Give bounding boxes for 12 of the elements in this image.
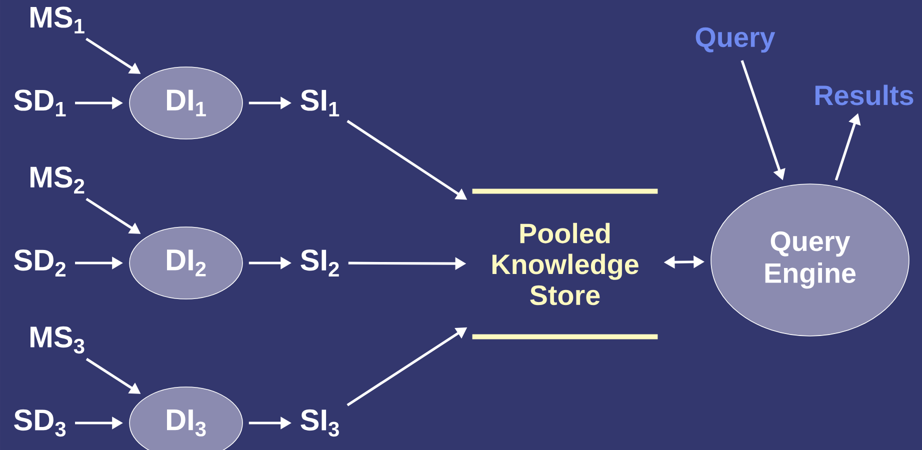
text-label: MS$_{1}$ <box>30 6 84 34</box>
text-label: SD$_{2}$ <box>14 250 66 276</box>
text-label: MS$_{3}$ <box>30 326 84 354</box>
text-label: SD$_{3}$ <box>14 409 66 437</box>
text-label: MS$_{2}$ <box>30 166 84 194</box>
text-label: SI$_{1}$ <box>300 90 340 116</box>
text-label: SD$_{1}$ <box>14 90 66 116</box>
text-label: SI$_{2}$ <box>300 250 339 276</box>
text-label: Results <box>815 84 914 106</box>
data-store: Pooled Knowledge Store <box>472 188 658 340</box>
text-label: SI$_{3}$ <box>300 409 339 437</box>
text-label: Query <box>696 27 776 53</box>
